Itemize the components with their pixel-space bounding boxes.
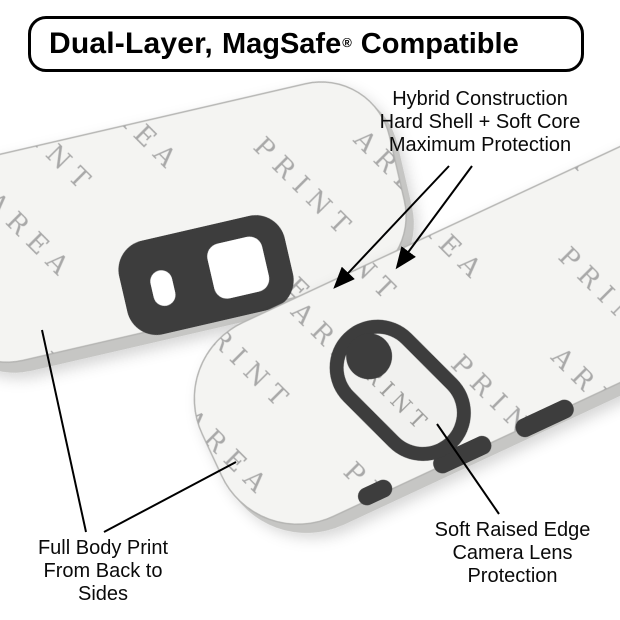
annotation-hybrid-construction: Hybrid Construction Hard Shell + Soft Co… [348, 88, 612, 157]
annotation-fullbody-line1: Full Body Print [37, 537, 169, 559]
annotation-full-body-print: Full Body Print From Back to Sides [10, 537, 196, 606]
title-box: Dual-Layer, MagSafe ® Compatible [28, 16, 584, 72]
annotation-hybrid-line2: Hard Shell + Soft Core [379, 111, 581, 133]
camera-lens-hole [346, 333, 393, 380]
side-buttons [357, 399, 574, 506]
case-bottom-pattern [194, 132, 620, 525]
title-compatible: Compatible [360, 27, 519, 60]
title-magsafe-group: MagSafe ® [222, 28, 352, 61]
annotation-camera-line2: Camera Lens [452, 542, 573, 564]
phone-case-bottom: PRINT [193, 132, 620, 534]
annotation-hybrid-line1: Hybrid Construction [392, 88, 568, 110]
annotation-camera-line3: Protection [467, 565, 558, 587]
camera-cutout-top [118, 215, 294, 335]
camera-hole-square [207, 236, 270, 299]
fullbody-line-left [41, 329, 87, 533]
hybrid-arrow-2 [395, 165, 473, 270]
annotation-fullbody-line3: Sides [77, 583, 129, 605]
fullbody-line-right [103, 461, 237, 533]
phone-case-top [0, 81, 414, 373]
annotation-soft-raised-edge: Soft Raised Edge Camera Lens Protection [405, 519, 620, 588]
annotation-fullbody-line2: From Back to [43, 560, 163, 582]
title-dual-layer: Dual-Layer, [49, 27, 213, 60]
annotation-hybrid-line3: Maximum Protection [388, 134, 572, 156]
registered-trademark-mark: ® [342, 34, 352, 50]
side-button-volume [433, 435, 492, 474]
annotation-camera-line1: Soft Raised Edge [434, 519, 591, 541]
hybrid-arrow-1 [333, 165, 450, 289]
side-button-power [515, 399, 574, 438]
camera-callout-line [436, 423, 500, 515]
callout-lines [41, 165, 500, 533]
title-magsafe: MagSafe [221, 27, 342, 60]
camera-ring: PRINT [329, 319, 471, 461]
camera-hole-pill [150, 270, 176, 306]
side-button-small [357, 479, 393, 506]
